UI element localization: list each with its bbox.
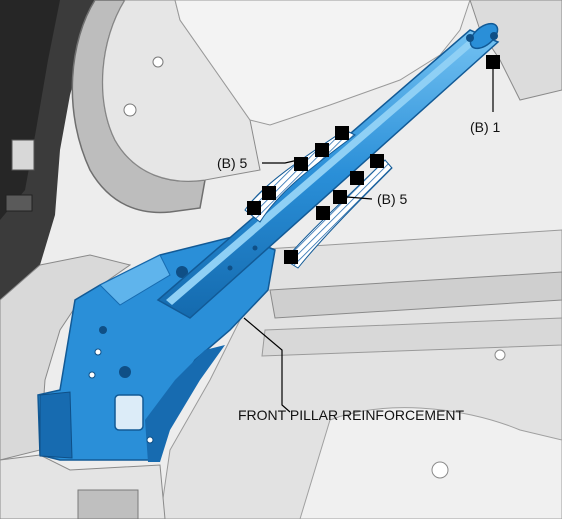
weld-marker xyxy=(262,186,276,200)
weld-marker xyxy=(247,201,261,215)
weld-marker xyxy=(294,157,308,171)
weld-marker xyxy=(284,250,298,264)
callouts: (B) 1 (B) 5 (B) 5 FRONT PILLAR REINFORCE… xyxy=(217,119,501,423)
leader-lines xyxy=(243,69,494,413)
callout-b1: (B) 1 xyxy=(470,119,501,135)
callout-b5-right: (B) 5 xyxy=(377,191,408,207)
weld-marker xyxy=(316,206,330,220)
weld-marker xyxy=(333,190,347,204)
weld-marker xyxy=(335,126,349,140)
callout-front-pillar-reinforcement: FRONT PILLAR REINFORCEMENT xyxy=(238,407,465,423)
weld-marker xyxy=(370,154,384,168)
callout-b5-left: (B) 5 xyxy=(217,155,248,171)
weld-marker-b1 xyxy=(486,55,500,69)
weld-marker xyxy=(350,171,364,185)
weld-marker xyxy=(315,143,329,157)
front-pillar-reinforcement xyxy=(37,22,500,462)
